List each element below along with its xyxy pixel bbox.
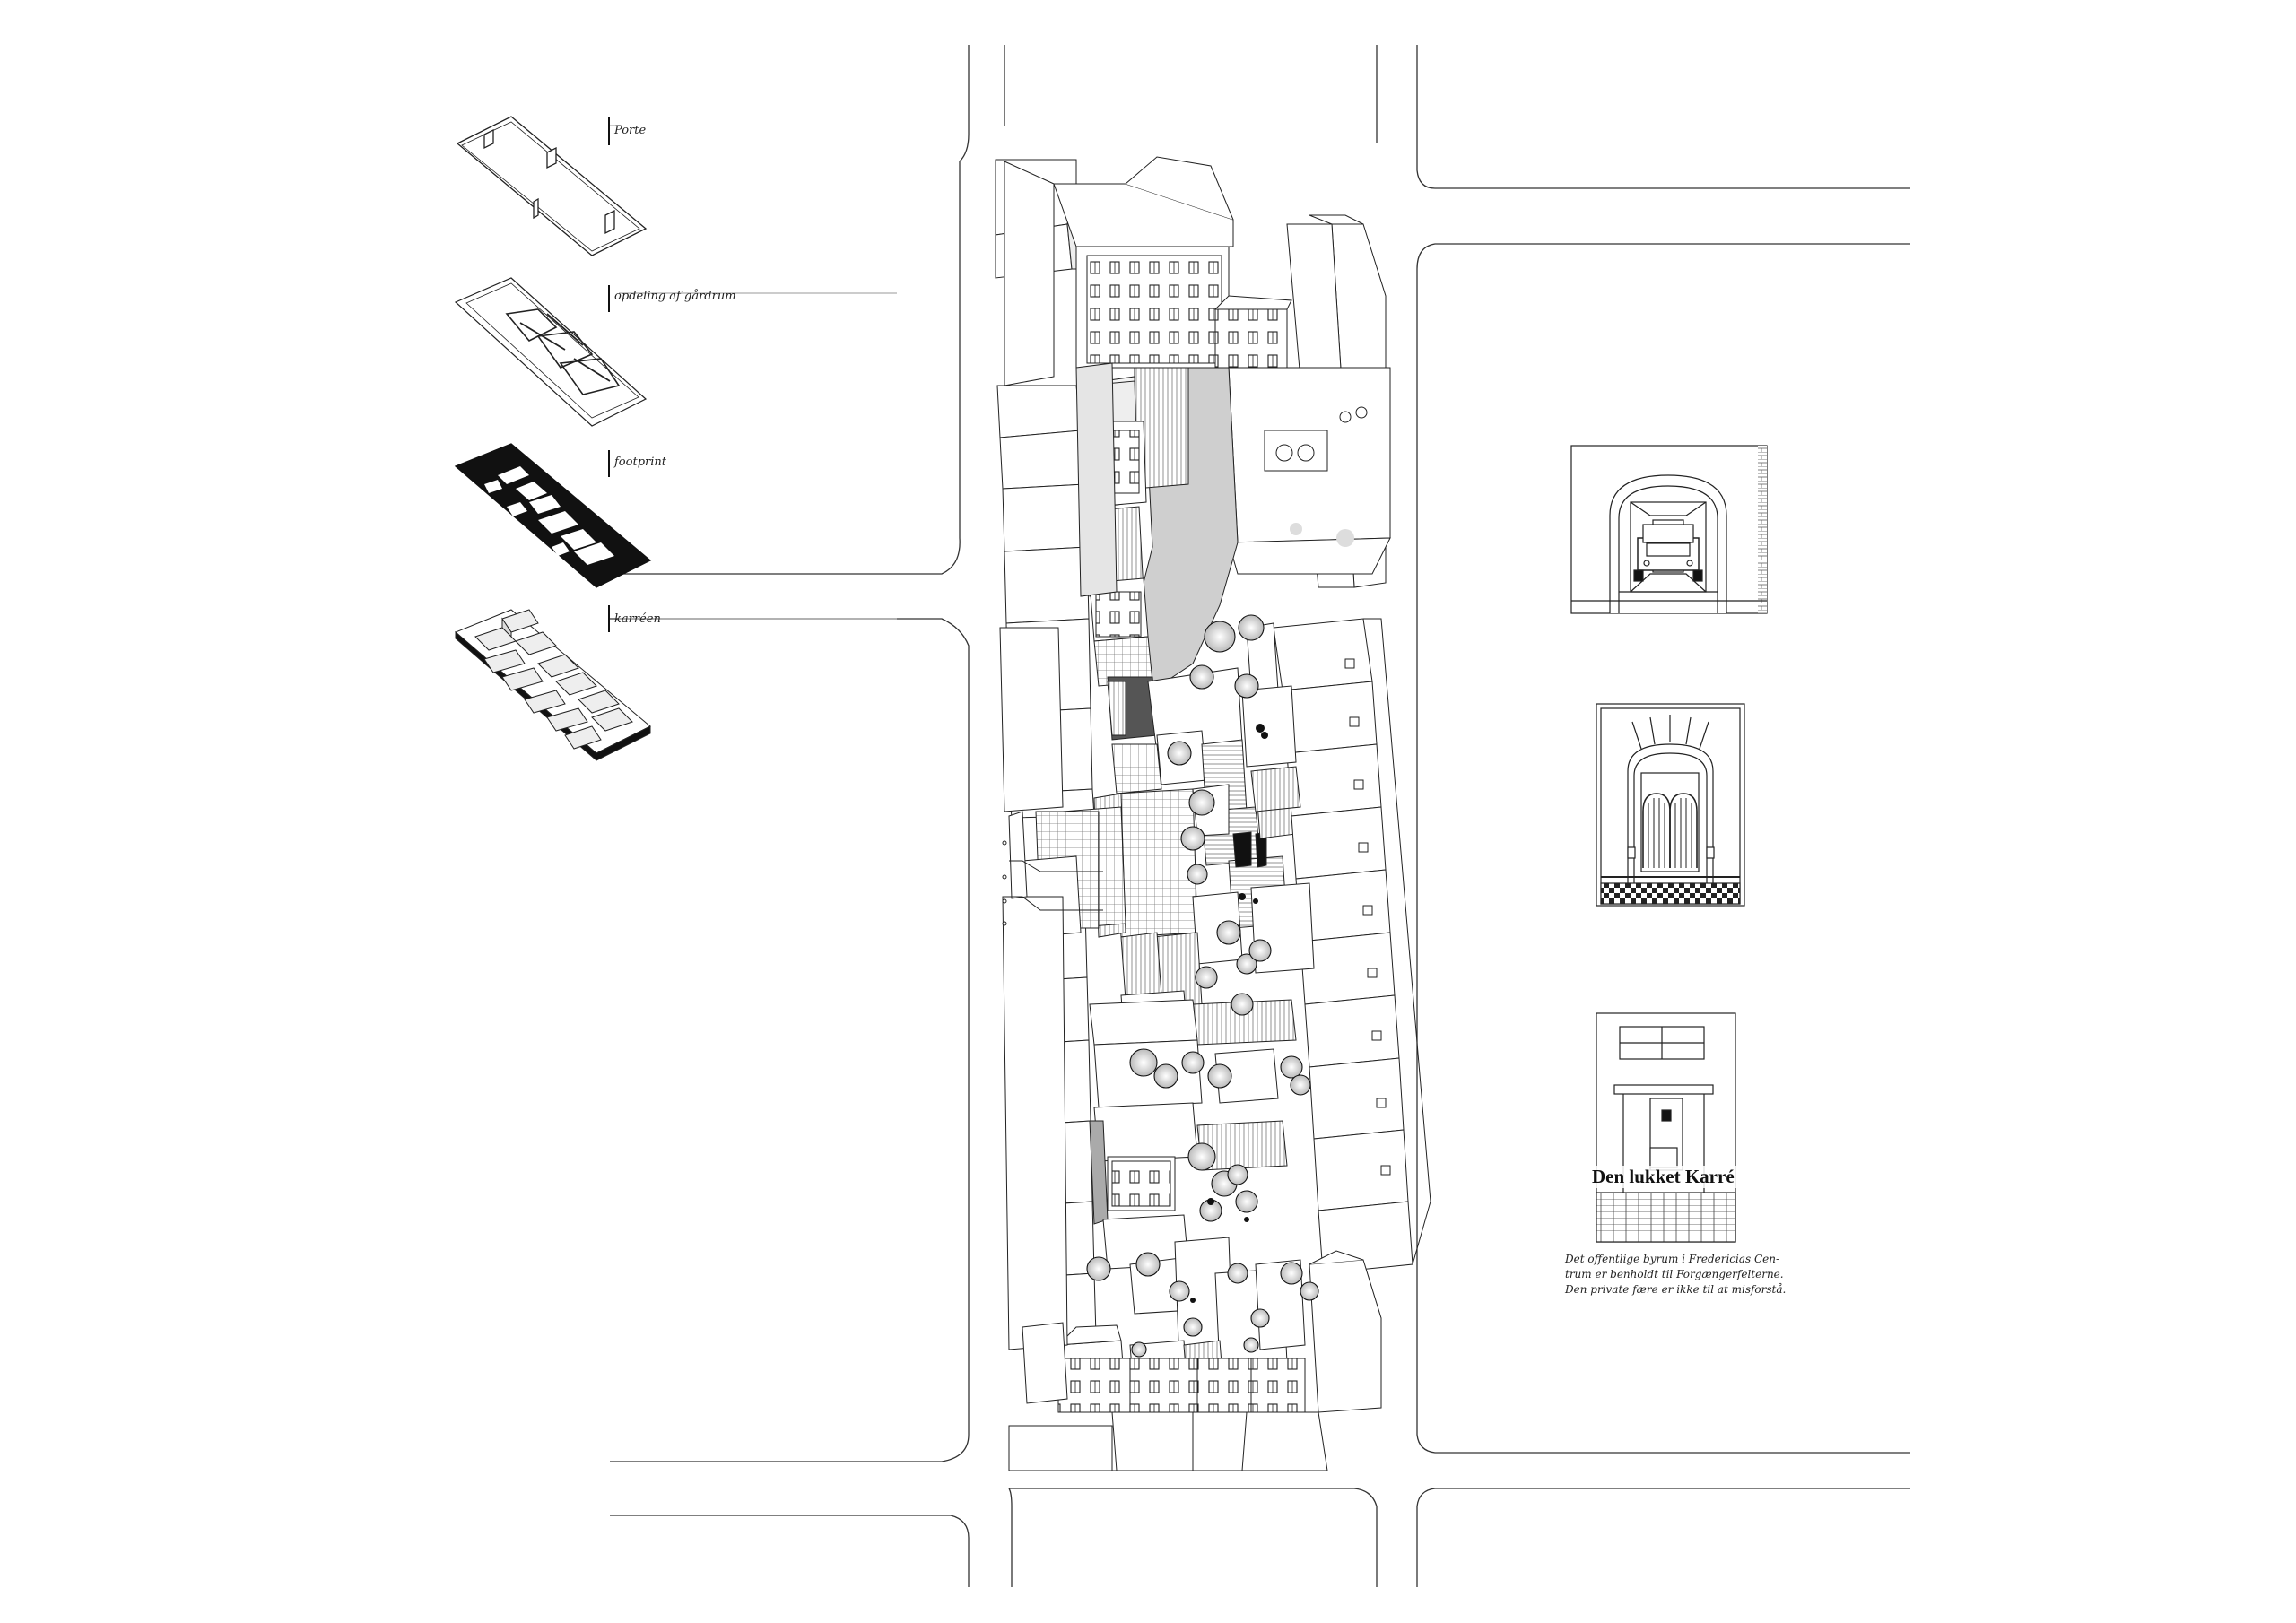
street-edge-right-top — [1416, 45, 1910, 189]
vignette-porte-arch — [1570, 445, 1768, 614]
caption-text: Det offentlige byrum i Fredericias Cen- … — [1565, 1252, 1825, 1298]
diagram-karreen — [455, 609, 651, 761]
courtyard-trees — [1086, 614, 1319, 1358]
caption-line-3: Den private fære er ikke til at misforst… — [1565, 1283, 1787, 1296]
legend-label-porte: Porte — [614, 124, 647, 137]
legend-label-footprint: footprint — [614, 456, 666, 469]
legend-bar-footprint — [608, 450, 610, 477]
diagram-footprint — [454, 443, 652, 588]
street-edge-left-bottom — [610, 1515, 970, 1587]
diagram-opdeling — [454, 277, 648, 427]
legend-bar-porte — [608, 117, 610, 145]
vignette-closed-block — [1596, 1012, 1736, 1243]
street-edge-left-mid — [610, 618, 970, 1462]
legend-bar-opdeling — [608, 285, 610, 312]
legend-bar-karreen — [608, 605, 610, 632]
vignette-gate — [1596, 703, 1745, 907]
street-edge-mid-bottom-r — [1009, 1488, 1378, 1587]
tree-shadows — [1190, 724, 1268, 1303]
legend-label-karreen: karréen — [614, 612, 661, 626]
street-edge-left-top — [610, 45, 970, 575]
street-edge-right-mid — [1416, 243, 1910, 1454]
caption-line-1: Det offentlige byrum i Fredericias Cen- — [1565, 1253, 1780, 1265]
street-edge-mid-bottom-l — [1008, 1488, 1013, 1587]
caption-line-2: trum er benholdt til Forgængerfelterne. — [1565, 1268, 1784, 1280]
closed-block-title: Den lukket Karré — [1589, 1166, 1737, 1188]
diagram-porte — [456, 116, 648, 256]
legend-label-opdeling: opdeling af gårdrum — [614, 290, 736, 303]
street-edge-right-bottom — [1416, 1488, 1910, 1587]
